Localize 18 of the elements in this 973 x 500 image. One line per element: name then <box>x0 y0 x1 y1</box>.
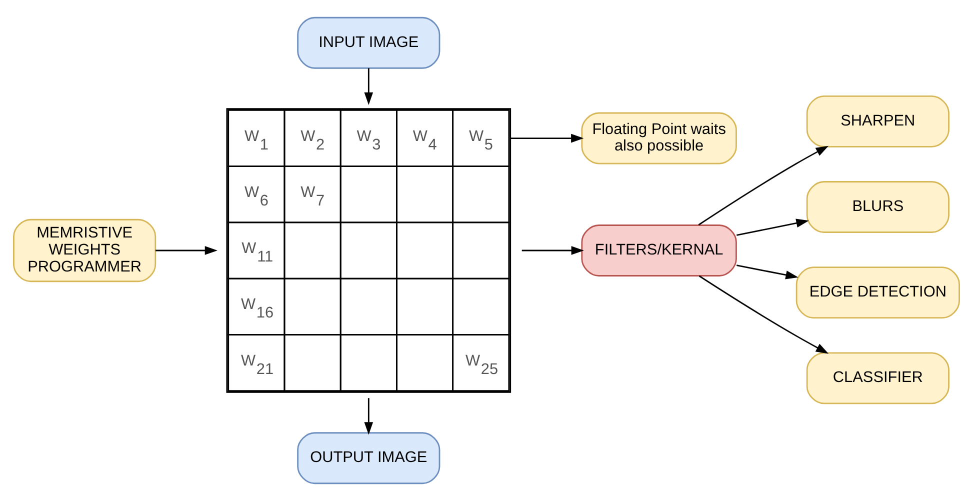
arrow <box>364 398 374 434</box>
arrow <box>510 133 584 142</box>
node-box: OUTPUT IMAGE <box>297 432 440 484</box>
node-box: FILTERS/KERNAL <box>581 224 737 276</box>
node-box: INPUT IMAGE <box>297 16 440 68</box>
arrow <box>364 68 374 105</box>
arrow <box>522 246 584 254</box>
arrow <box>698 145 829 225</box>
node-box: CLASSIFIER <box>806 352 950 404</box>
arrow <box>736 264 798 279</box>
arrow <box>698 274 829 354</box>
arrow <box>156 246 218 254</box>
arrow <box>736 218 809 236</box>
node-box: Floating Point waits also possible <box>581 112 737 164</box>
node-box: BLURS <box>806 180 950 232</box>
node-box: EDGE DETECTION <box>796 266 960 318</box>
node-box: SHARPEN <box>806 94 950 147</box>
node-box: MEMRISTIVE WEIGHTS PROGRAMMER <box>13 218 156 282</box>
